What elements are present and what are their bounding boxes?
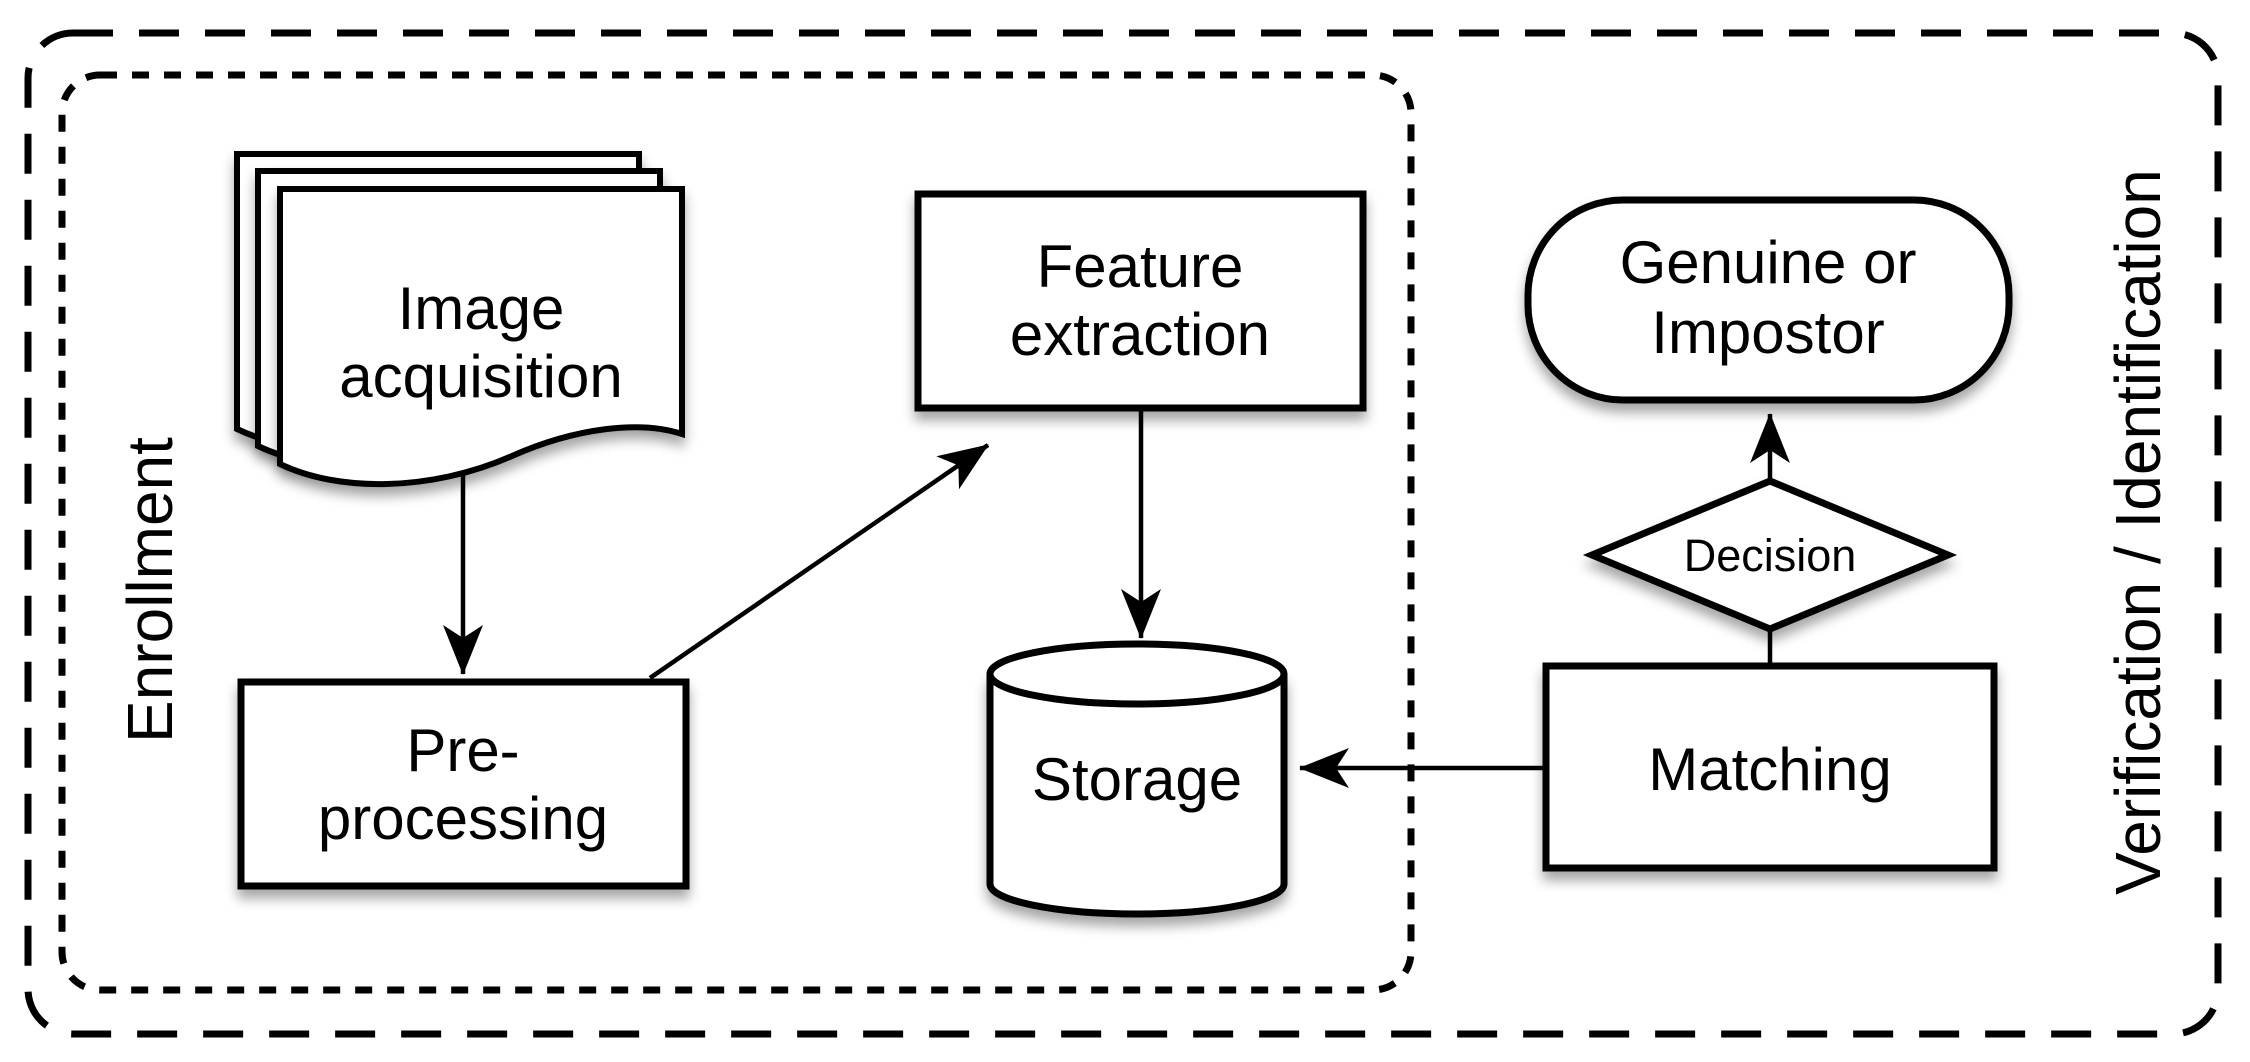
pre-processing-box: [237, 678, 690, 890]
decision-diamond: [1582, 477, 1958, 633]
feature-extraction-label-line2: extraction: [1010, 301, 1270, 368]
enrollment-region-border: [58, 71, 1415, 994]
pre-processing-label-line1: Pre-: [406, 717, 519, 784]
matching-box: [1542, 662, 1998, 872]
storage-cylinder-top: [986, 640, 1288, 708]
image-acquisition-label-line1: Image: [398, 275, 565, 342]
genuine-impostor-stadium: [1524, 196, 2013, 404]
pre-processing-node: Pre- processing: [237, 678, 690, 890]
pre-processing-label-line2: processing: [318, 785, 608, 852]
feature-extraction-label-line1: Feature: [1037, 233, 1244, 300]
storage-node: Storage: [986, 640, 1288, 918]
image-acquisition-label-line2: acquisition: [339, 343, 623, 410]
genuine-impostor-node: Genuine or Impostor: [1524, 196, 2013, 404]
storage-label: Storage: [1032, 746, 1242, 813]
arrow-pre-processing-to-feature-extraction: [648, 443, 990, 680]
feature-extraction-node: Feature extraction: [914, 190, 1367, 412]
enrollment-region-label: Enrollment: [114, 437, 186, 743]
verification-region-border: [24, 29, 2222, 1038]
genuine-impostor-label-line1: Genuine or: [1620, 229, 1917, 296]
genuine-impostor-label-line2: Impostor: [1651, 299, 1884, 366]
decision-label: Decision: [1684, 530, 1857, 581]
verification-identification-region-label: Verification / Identification: [2102, 169, 2174, 895]
feature-extraction-box: [914, 190, 1367, 412]
image-acquisition-node: Image acquisition: [234, 151, 685, 488]
document-page-front: [277, 186, 685, 488]
storage-cylinder-body: [986, 674, 1288, 918]
matching-label: Matching: [1648, 736, 1891, 803]
matching-node: Matching: [1542, 662, 1998, 872]
decision-node: Decision: [1582, 477, 1958, 633]
